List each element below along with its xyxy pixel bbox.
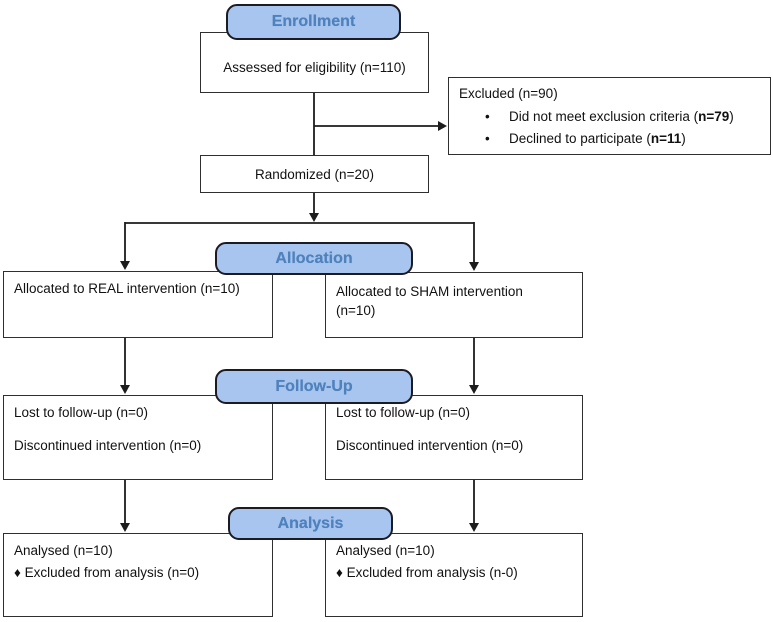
excluded-item-2-n: n=11 [650, 131, 682, 146]
followup-real-lost: Lost to follow-up (n=0) [14, 405, 148, 420]
followup-sham-lost: Lost to follow-up (n=0) [336, 405, 470, 420]
arrowhead-alloc-left [120, 261, 130, 270]
followup-real-discontinued: Discontinued intervention (n=0) [14, 438, 202, 453]
analysed-sham-excluded: ♦ Excluded from analysis (n-0) [336, 565, 518, 580]
followup-sham-discontinued: Discontinued intervention (n=0) [336, 438, 524, 453]
stage-header-enrollment: Enrollment [226, 4, 401, 40]
arrowhead-split [309, 213, 319, 222]
stage-header-followup: Follow-Up [215, 369, 413, 404]
assessed-label: Assessed for eligibility (n=110) [223, 60, 406, 75]
excluded-item-2-text: Declined to participate ( [509, 131, 651, 146]
arrowhead-analysis-right [469, 523, 479, 532]
box-allocated-real: Allocated to REAL intervention (n=10) [3, 271, 273, 338]
arrowhead-alloc-right [469, 262, 479, 271]
box-randomized: Randomized (n=20) [200, 155, 429, 193]
arrowhead-follow-right [469, 385, 479, 394]
arrowhead-follow-left [120, 385, 130, 394]
box-assessed-eligibility: Assessed for eligibility (n=110) [200, 32, 429, 93]
box-analysed-real: Analysed (n=10) ♦ Excluded from analysis… [3, 533, 273, 617]
excluded-title: Excluded (n=90) [459, 86, 558, 101]
analysed-real-excluded: ♦ Excluded from analysis (n=0) [14, 565, 200, 580]
excluded-item-1: •Did not meet exclusion criteria (n=79) [459, 107, 762, 127]
arrowhead-analysis-left [120, 523, 130, 532]
excluded-item-2: •Declined to participate (n=11) [459, 129, 762, 149]
arrowhead-excluded [438, 121, 447, 131]
box-excluded: Excluded (n=90) • Did not meet exclusion … [448, 77, 771, 155]
bullet-icon: • [485, 131, 490, 146]
allocated-sham-label-line1: Allocated to SHAM intervention [336, 284, 523, 299]
excluded-item-1-text: Did not meet exclusion criteria ( [509, 109, 699, 124]
excluded-item-1-n: n=79 [698, 109, 730, 124]
stage-header-allocation: Allocation [215, 242, 413, 275]
allocated-real-label: Allocated to REAL intervention (n=10) [14, 281, 240, 296]
analysed-sham-label: Analysed (n=10) [336, 543, 435, 558]
bullet-icon: • [485, 109, 490, 124]
box-allocated-sham: Allocated to SHAM intervention (n=10) [325, 272, 583, 338]
allocated-sham-label-line2: (n=10) [336, 303, 376, 318]
randomized-label: Randomized (n=20) [255, 166, 374, 182]
analysed-real-label: Analysed (n=10) [14, 543, 113, 558]
box-analysed-sham: Analysed (n=10) ♦ Excluded from analysis… [325, 533, 583, 617]
box-followup-real: Lost to follow-up (n=0) Discontinued int… [3, 395, 273, 480]
stage-header-analysis: Analysis [228, 507, 393, 540]
box-followup-sham: Lost to follow-up (n=0) Discontinued int… [325, 395, 583, 480]
